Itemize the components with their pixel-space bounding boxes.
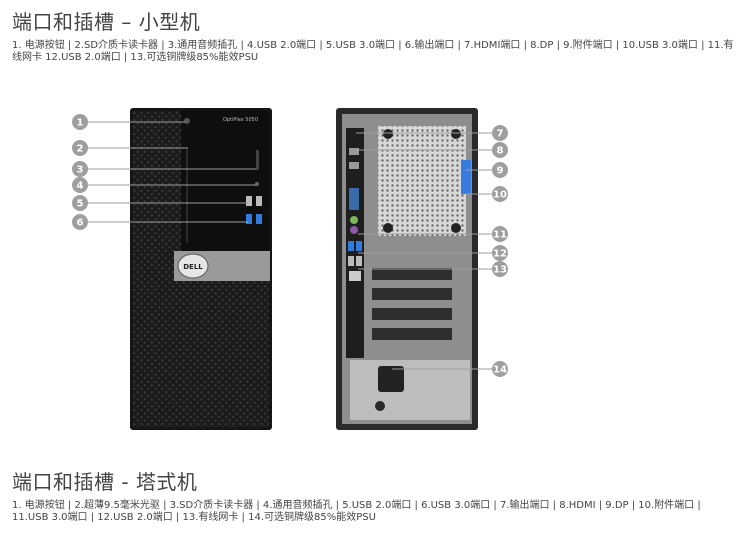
callout-number: 5 — [77, 199, 84, 210]
sd-card-slot — [256, 150, 259, 170]
usb2-port — [246, 196, 252, 206]
product-image: OptiPlex 5050 DELL — [72, 108, 508, 430]
usb3-port — [256, 214, 262, 224]
callout-number: 2 — [77, 144, 84, 155]
usb2-port — [256, 196, 262, 206]
callout-number: 4 — [77, 181, 84, 192]
usb3-port-rear — [356, 241, 362, 251]
serial-port — [349, 188, 359, 210]
callout-number: 3 — [77, 165, 84, 176]
callout-number: 14 — [493, 365, 507, 376]
front-view: OptiPlex 5050 DELL — [130, 108, 272, 430]
usb3-port — [246, 214, 252, 224]
callout-number: 8 — [497, 146, 504, 157]
usb3-port-rear — [348, 241, 354, 251]
power-connector — [378, 366, 404, 392]
callouts-front: 1 2 3 4 5 6 — [72, 114, 256, 230]
section-title-mini: 端口和插槽 – 小型机 — [12, 10, 201, 34]
ports-list-tower: 1. 电源按钮 | 2.超薄9.5毫米光驱 | 3.SD介质卡读卡器 | 4.通… — [12, 500, 701, 523]
expansion-latch — [461, 160, 471, 194]
power-button — [184, 118, 190, 124]
hdmi-port — [349, 148, 359, 155]
displayport — [349, 162, 359, 169]
section-title-tower: 端口和插槽 - 塔式机 — [12, 470, 198, 494]
callout-number: 1 — [77, 118, 84, 129]
callout-number: 7 — [497, 129, 504, 140]
callout-number: 6 — [77, 218, 84, 229]
callout-number: 9 — [497, 166, 504, 177]
callout-number: 11 — [493, 230, 507, 241]
ethernet-port — [349, 271, 361, 281]
callouts-back: 7 8 9 10 11 12 13 14 — [356, 125, 508, 377]
callout-number: 10 — [493, 190, 507, 201]
callout-number: 13 — [493, 265, 507, 276]
ports-list-mini: 1. 电源按钮 | 2.SD介质卡读卡器 | 3.通用音频插孔 | 4.USB … — [12, 40, 734, 63]
dell-logo: DELL — [183, 263, 203, 271]
usb2-port-rear — [356, 256, 362, 266]
usb2-port-rear — [348, 256, 354, 266]
callout-number: 12 — [493, 249, 507, 260]
model-label: OptiPlex 5050 — [223, 117, 258, 123]
